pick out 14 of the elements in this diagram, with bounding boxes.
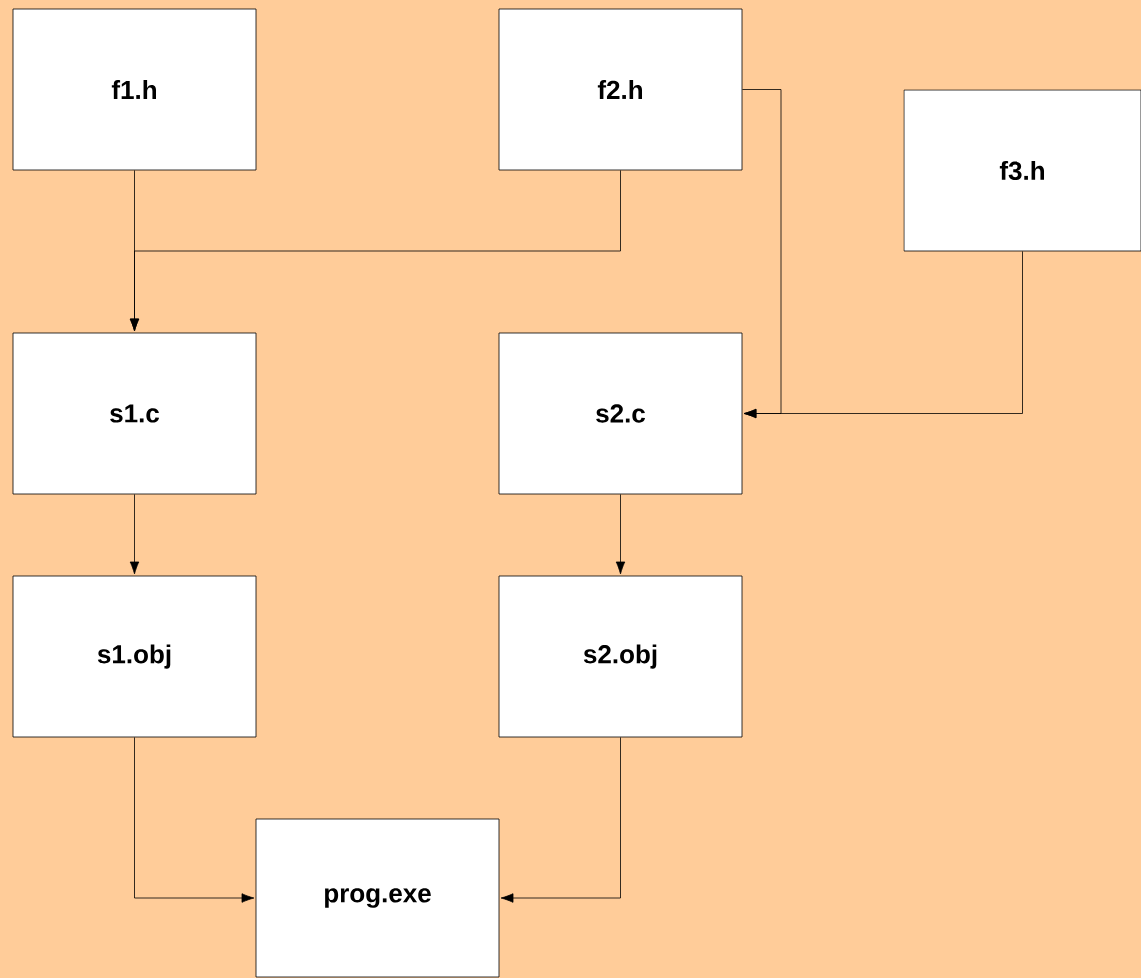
file-box: s2.obj [498, 575, 743, 738]
file-box: s1.obj [12, 575, 257, 738]
file-box: s2.c [498, 332, 743, 495]
arrow [129, 170, 621, 332]
file-box: s1.c [12, 332, 257, 495]
arrow [615, 494, 626, 575]
arrow [500, 737, 621, 903]
file-box: f1.h [12, 8, 257, 171]
file-box: f3.h [903, 89, 1141, 252]
file-box: f2.h [498, 8, 743, 171]
file-box: prog.exe [255, 818, 500, 978]
arrow [129, 494, 140, 575]
arrow [743, 251, 1023, 419]
arrow [134, 737, 255, 903]
